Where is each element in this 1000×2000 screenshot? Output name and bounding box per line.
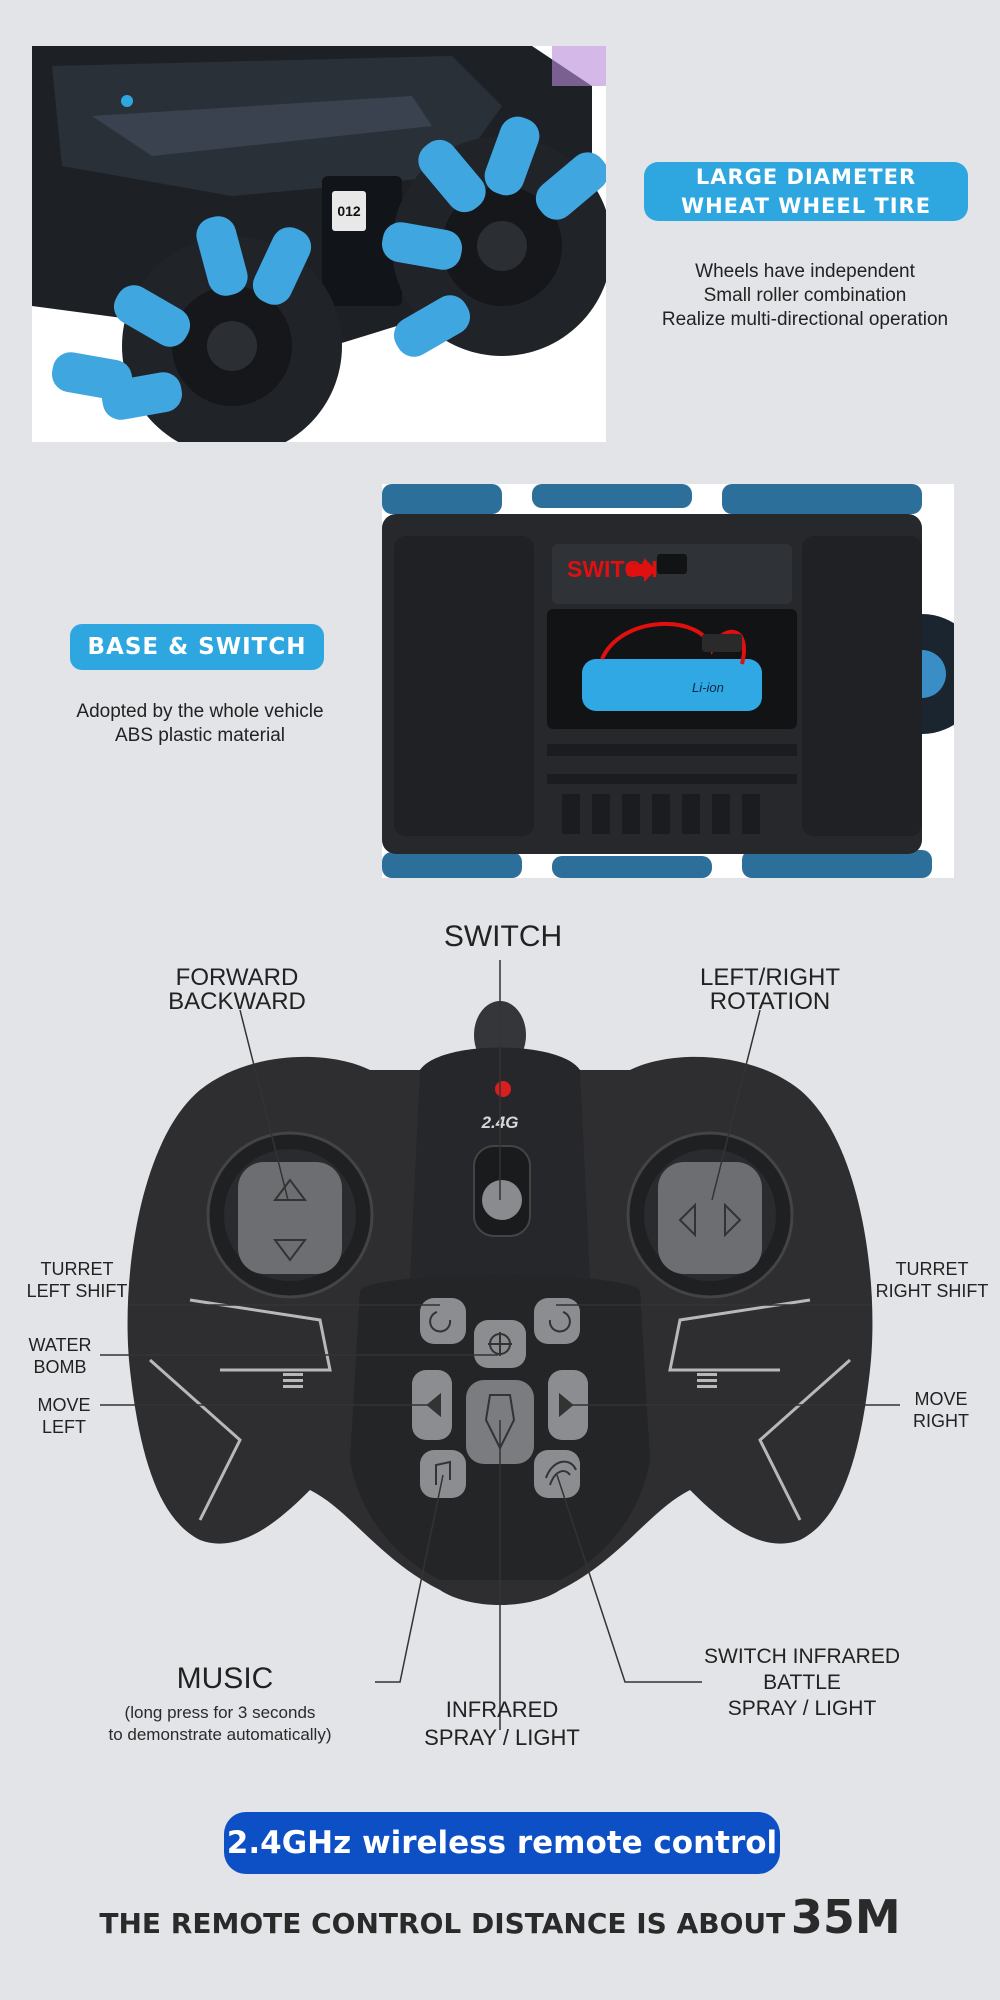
- model-number-label: 012: [337, 203, 361, 219]
- music-note-icon: [435, 1460, 451, 1485]
- label-switch-infrared: SWITCH INFRARED BATTLE SPRAY / LIGHT: [672, 1644, 932, 1722]
- label-turret-left-2: LEFT SHIFT: [26, 1281, 128, 1301]
- joystick-right-arrow-icon: [724, 1202, 742, 1238]
- label-music-note-2: to demonstrate automatically): [108, 1725, 332, 1744]
- wireless-badge: 2.4GHz wireless remote control: [224, 1812, 780, 1874]
- left-joystick[interactable]: [238, 1162, 342, 1274]
- wheel-tire-badge-line1: LARGE DIAMETER: [695, 165, 917, 189]
- label-turret-left: TURRET LEFT SHIFT: [12, 1258, 142, 1302]
- label-infrared-1: INFRARED: [445, 1697, 559, 1722]
- remote-illustration: 2.4G: [100, 960, 900, 1730]
- label-left-right: LEFT/RIGHT: [699, 964, 840, 991]
- wheel-photo: 012: [32, 46, 606, 442]
- wheel-tire-badge: LARGE DIAMETER WHEAT WHEEL TIRE: [644, 162, 968, 221]
- base-desc-line: ABS plastic material: [114, 725, 285, 746]
- label-move-left-2: LEFT: [41, 1417, 86, 1437]
- label-music: MUSIC: [176, 1662, 274, 1695]
- wheel-description: Wheels have independent Small roller com…: [610, 260, 1000, 332]
- label-switch-infrared-2: BATTLE: [763, 1671, 841, 1694]
- label-water: WATER: [28, 1335, 92, 1355]
- remote-controller: 2.4G: [0, 900, 1000, 1780]
- right-joystick[interactable]: [658, 1162, 762, 1274]
- left-triangle-icon: [426, 1392, 441, 1418]
- turret-left-button[interactable]: [420, 1298, 466, 1344]
- label-rotation: ROTATION: [709, 988, 831, 1015]
- label-bomb: BOMB: [33, 1357, 87, 1377]
- label-move-left: MOVE LEFT: [22, 1394, 106, 1438]
- base-desc-line: Adopted by the whole vehicle: [76, 701, 324, 722]
- base-switch-badge: BASE & SWITCH: [70, 624, 324, 670]
- wheel-illustration: 012: [32, 46, 606, 442]
- label-turret-left-1: TURRET: [40, 1259, 114, 1279]
- label-music-note-1: (long press for 3 seconds: [124, 1703, 316, 1722]
- wheel-desc-line: Wheels have independent: [695, 261, 915, 282]
- label-move-right-1: MOVE: [914, 1389, 968, 1409]
- distance-value: 35M: [790, 1890, 901, 1944]
- label-forward: FORWARD: [175, 964, 299, 991]
- label-left-right-rotation: LEFT/RIGHT ROTATION: [670, 966, 870, 1014]
- distance-text: THE REMOTE CONTROL DISTANCE IS ABOUT: [99, 1907, 786, 1940]
- distance-line: THE REMOTE CONTROL DISTANCE IS ABOUT 35M: [0, 1890, 1000, 1944]
- label-move-right-2: RIGHT: [913, 1411, 969, 1431]
- joystick-down-arrow-icon: [273, 1239, 307, 1262]
- wheel-tire-badge-line2: WHEAT WHEEL TIRE: [680, 194, 932, 218]
- rotate-right-icon: [548, 1311, 571, 1333]
- base-illustration: SWITCH Li-ion: [382, 484, 954, 878]
- label-backward: BACKWARD: [168, 988, 306, 1015]
- base-photo: SWITCH Li-ion: [382, 484, 954, 878]
- wheel-desc-line: Small roller combination: [703, 285, 907, 306]
- signal-icon: [545, 1460, 577, 1486]
- label-turret-right-2: RIGHT SHIFT: [875, 1281, 989, 1301]
- music-button[interactable]: [420, 1450, 466, 1498]
- power-switch[interactable]: [482, 1180, 522, 1220]
- label-music-note: (long press for 3 seconds to demonstrate…: [60, 1702, 380, 1746]
- wheel-desc-line: Realize multi-directional operation: [661, 309, 949, 330]
- base-description: Adopted by the whole vehicle ABS plastic…: [30, 700, 370, 748]
- label-turret-right: TURRET RIGHT SHIFT: [864, 1258, 1000, 1302]
- joystick-left-arrow-icon: [678, 1202, 696, 1238]
- label-water-bomb: WATER BOMB: [12, 1334, 108, 1378]
- label-infrared-2: SPRAY / LIGHT: [424, 1725, 580, 1750]
- power-led: [495, 1081, 511, 1097]
- robot-icon: [484, 1394, 516, 1451]
- battery-label: Li-ion: [692, 680, 724, 695]
- label-infrared: INFRARED SPRAY / LIGHT: [382, 1696, 622, 1752]
- label-move-left-1: MOVE: [37, 1395, 91, 1415]
- label-switch: SWITCH: [443, 920, 563, 953]
- label-move-right: MOVE RIGHT: [896, 1388, 986, 1432]
- turret-right-button[interactable]: [534, 1298, 580, 1344]
- label-switch-infrared-3: SPRAY / LIGHT: [727, 1697, 877, 1720]
- label-forward-backward: FORWARD BACKWARD: [137, 966, 337, 1014]
- label-turret-right-1: TURRET: [895, 1259, 969, 1279]
- joystick-up-arrow-icon: [273, 1178, 307, 1201]
- rotate-left-icon: [429, 1311, 452, 1333]
- switch-arrow-icon: [627, 558, 656, 582]
- label-switch-infrared-1: SWITCH INFRARED: [704, 1645, 900, 1668]
